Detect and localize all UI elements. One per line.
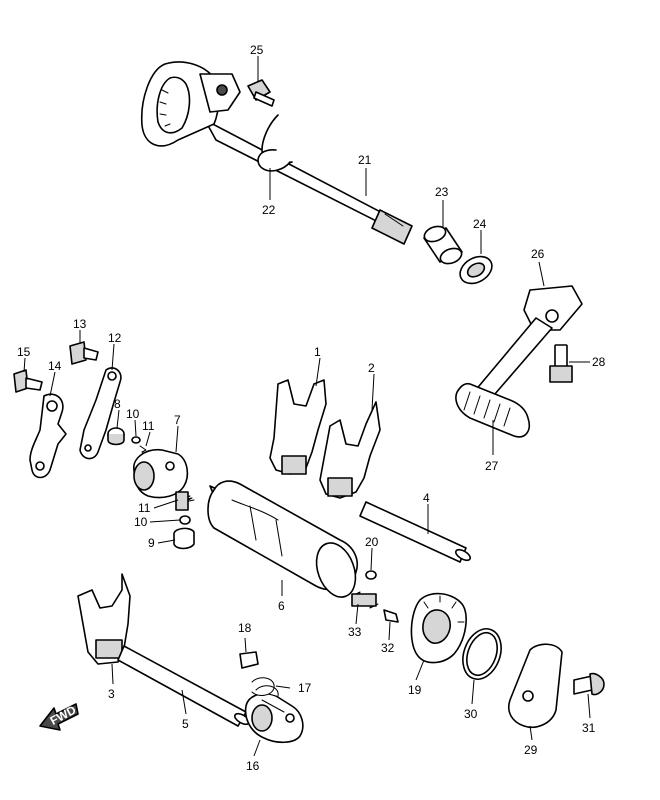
- part-23-bushing: [423, 225, 463, 265]
- callout-31: 31: [582, 721, 596, 735]
- part-1-gearshift-fork: [269, 379, 327, 475]
- part-8-roller: [107, 427, 125, 446]
- callout-19: 19: [408, 683, 422, 697]
- part-22-spring-clip: [257, 114, 293, 172]
- part-32-pin: [383, 609, 399, 623]
- callout-7: 7: [174, 413, 181, 427]
- callout-12: 12: [108, 331, 122, 345]
- callout-18: 18: [238, 621, 252, 635]
- part-7-cam-driven-gear: [133, 448, 189, 499]
- callout-22: 22: [262, 203, 276, 217]
- part-24-oil-seal: [459, 255, 493, 285]
- part-10-pin-lower: [179, 515, 191, 525]
- callout-15: 15: [17, 345, 31, 359]
- callout-28: 28: [592, 355, 606, 369]
- callout-9: 9: [148, 536, 155, 550]
- callout-3: 3: [108, 687, 115, 701]
- part-10-pin-upper: [131, 436, 141, 444]
- callout-10-upper: 10: [126, 407, 140, 421]
- callout-4: 4: [423, 491, 430, 505]
- part-31-bolt: [573, 672, 605, 696]
- callout-11-lower: 11: [138, 501, 151, 515]
- callout-30: 30: [464, 707, 478, 721]
- part-13-bolt: [69, 341, 99, 365]
- part-26-gearshift-lever: [473, 285, 583, 403]
- part-16-gearshift-arm: [244, 692, 304, 744]
- part-15-bolt: [13, 369, 43, 393]
- callout-27: 27: [485, 459, 499, 473]
- callout-1: 1: [314, 345, 321, 359]
- part-25-bolt: [247, 79, 275, 107]
- callout-23: 23: [435, 185, 449, 199]
- part-27-lever-rubber: [455, 382, 530, 438]
- callout-32: 32: [381, 641, 395, 655]
- part-18-pin: [239, 651, 259, 669]
- callout-25: 25: [250, 43, 264, 57]
- part-30-o-ring: [462, 628, 502, 680]
- callout-26: 26: [531, 247, 545, 261]
- callout-8: 8: [114, 397, 121, 411]
- callout-17: 17: [298, 681, 312, 695]
- callout-14: 14: [48, 359, 62, 373]
- part-17-return-spring: [251, 677, 285, 713]
- callout-11-upper: 11: [142, 419, 155, 433]
- part-33-spring: [351, 591, 379, 609]
- callout-13: 13: [73, 317, 87, 331]
- part-4-fork-shaft: [359, 501, 472, 563]
- part-19-cam-stopper-plate: [410, 592, 467, 664]
- part-14-stopper-plate: [29, 393, 67, 479]
- part-29-cover: [508, 643, 563, 728]
- callout-20: 20: [365, 535, 379, 549]
- callout-29: 29: [524, 743, 538, 757]
- part-11-spring-lower: [175, 491, 195, 511]
- callout-24: 24: [473, 217, 487, 231]
- callout-6: 6: [278, 599, 285, 613]
- part-28-bolt: [549, 344, 573, 383]
- callout-2: 2: [368, 361, 375, 375]
- part-3-gearshift-fork: [77, 573, 131, 665]
- callout-5: 5: [182, 717, 189, 731]
- callout-21: 21: [358, 153, 372, 167]
- callout-labels: 1 2 3 4 5 6 7 8 9 10 10 11 11 12 13 14 1…: [17, 43, 606, 773]
- fwd-arrow-icon: [39, 703, 79, 731]
- callout-10-lower: 10: [134, 515, 148, 529]
- part-20-pin: [365, 570, 377, 580]
- part-5-fork-shaft: [117, 645, 251, 727]
- callout-33: 33: [348, 625, 362, 639]
- callout-16: 16: [246, 759, 260, 773]
- part-21-gearshift-shaft: [140, 61, 413, 245]
- part-12-cam-stopper: [79, 367, 122, 460]
- leader-lines: [23, 56, 591, 757]
- part-2-gearshift-fork: [319, 401, 381, 499]
- part-9-pawl: [173, 527, 195, 550]
- part-6-gearshift-cam: [207, 480, 358, 598]
